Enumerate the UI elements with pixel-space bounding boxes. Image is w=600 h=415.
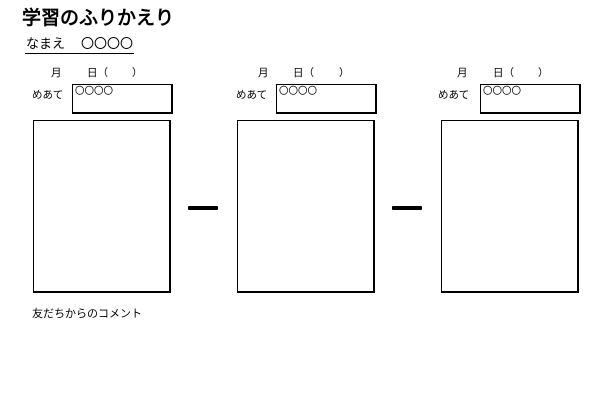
reflection-box bbox=[237, 120, 375, 293]
goal-label: めあて bbox=[438, 89, 470, 101]
connector-dash bbox=[188, 206, 218, 210]
reflection-box bbox=[33, 120, 171, 293]
name-line: なまえ〇〇〇〇 bbox=[25, 37, 135, 54]
date-month-label: 月 bbox=[51, 67, 62, 79]
date-day-label: 日（ bbox=[87, 67, 108, 79]
goal-label: めあて bbox=[32, 89, 64, 101]
reflection-column-2: 月 日（ ） めあて 〇〇〇〇 bbox=[236, 0, 377, 300]
goal-box: 〇〇〇〇 bbox=[72, 84, 173, 114]
goal-value: 〇〇〇〇 bbox=[279, 86, 318, 97]
reflection-column-1: 月 日（ ） めあて 〇〇〇〇 bbox=[32, 0, 173, 300]
name-label: なまえ bbox=[26, 37, 66, 52]
friend-comment-label: 友だちからのコメント bbox=[32, 307, 142, 320]
date-month-label: 月 bbox=[258, 67, 269, 79]
reflection-box bbox=[441, 120, 579, 293]
date-day-close: ） bbox=[339, 67, 350, 79]
worksheet-title: 学習のふりかえり bbox=[22, 7, 175, 29]
date-month-label: 月 bbox=[457, 67, 468, 79]
connector-dash bbox=[392, 206, 422, 210]
date-day-close: ） bbox=[538, 67, 549, 79]
date-day-label: 日（ bbox=[493, 67, 514, 79]
date-day-label: 日（ bbox=[293, 67, 314, 79]
goal-box: 〇〇〇〇 bbox=[276, 84, 377, 114]
goal-value: 〇〇〇〇 bbox=[483, 86, 522, 97]
date-day-close: ） bbox=[132, 67, 143, 79]
goal-value: 〇〇〇〇 bbox=[75, 86, 114, 97]
name-value: 〇〇〇〇 bbox=[81, 37, 134, 52]
goal-label: めあて bbox=[236, 89, 268, 101]
goal-box: 〇〇〇〇 bbox=[480, 84, 581, 114]
reflection-column-3: 月 日（ ） めあて 〇〇〇〇 bbox=[438, 0, 581, 300]
